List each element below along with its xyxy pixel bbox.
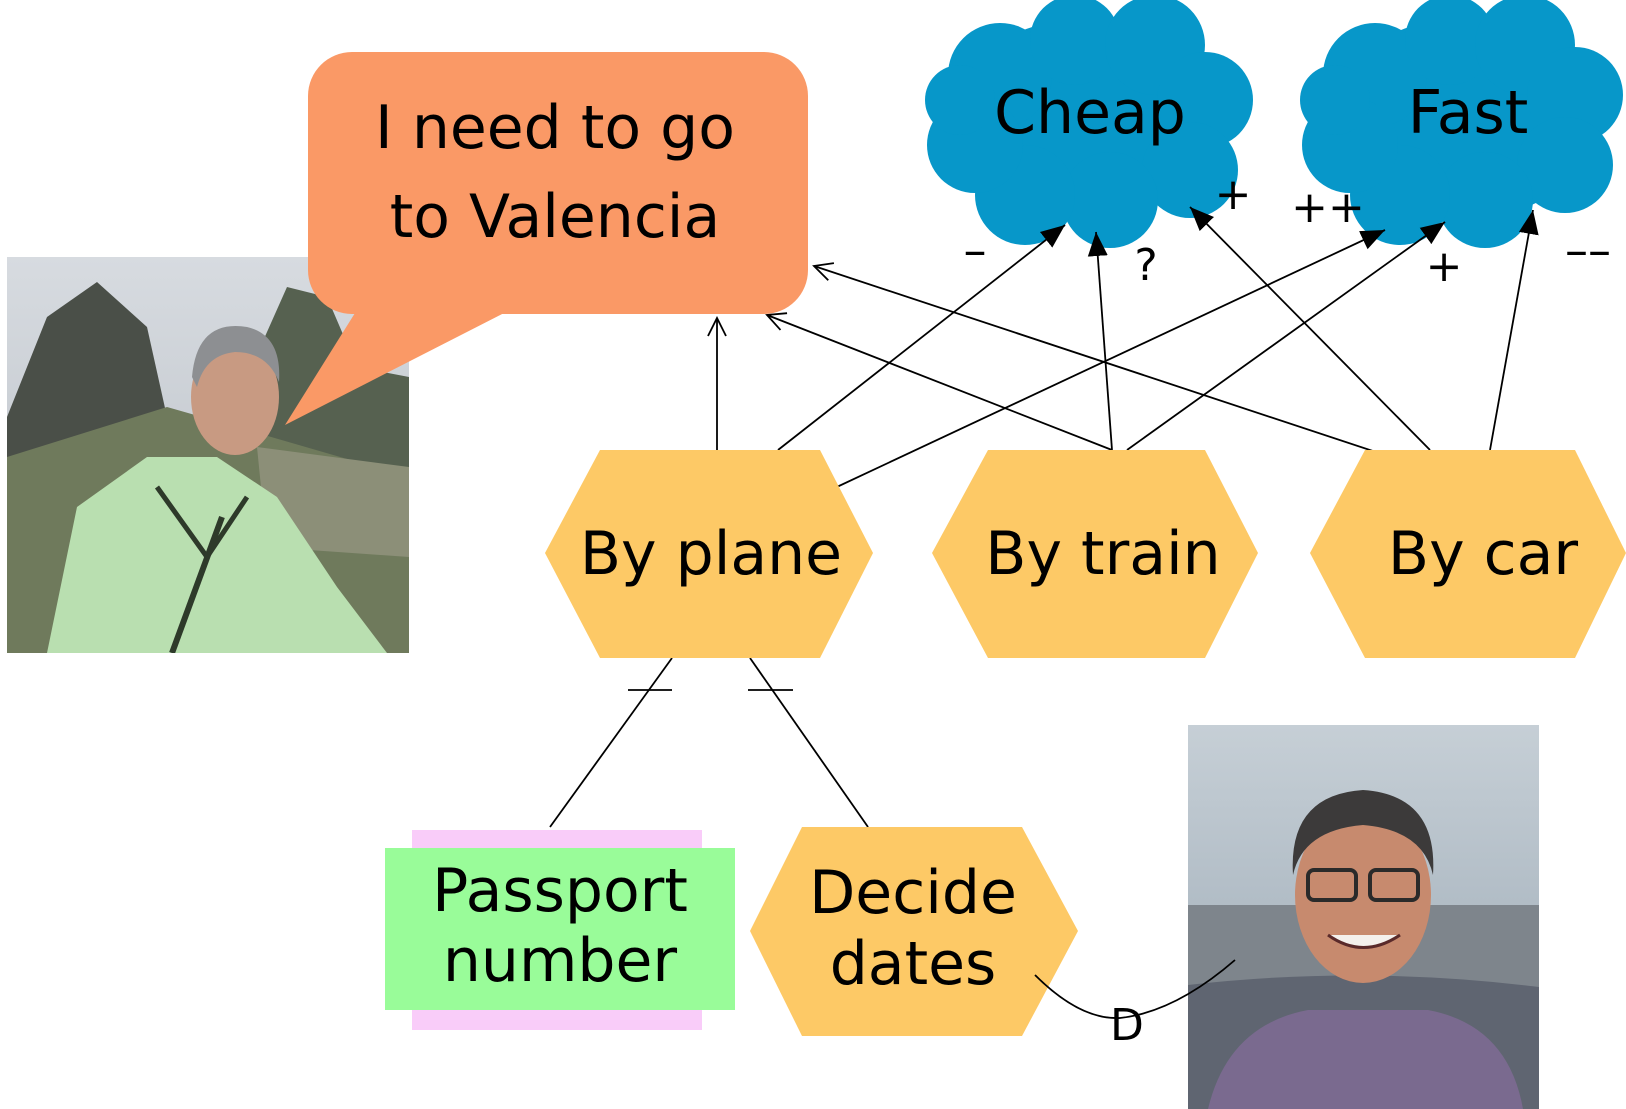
dependency-label: D bbox=[1110, 1000, 1144, 1051]
contribution-car-fast: –– bbox=[1565, 223, 1611, 277]
task-by-train: By train bbox=[932, 450, 1258, 658]
task-by-train-label: By train bbox=[985, 519, 1220, 589]
link-plane-to-cheap bbox=[777, 224, 1066, 451]
dependency-link bbox=[1034, 959, 1236, 1019]
link-train-to-goal bbox=[767, 315, 1113, 451]
contribution-train-cheap: ? bbox=[1134, 240, 1157, 291]
speech-bubble-tail bbox=[285, 305, 510, 425]
link-plane-to-dates bbox=[749, 657, 869, 828]
speech-bubble: I need to go to Valencia bbox=[285, 52, 808, 425]
task-by-car: By car bbox=[1310, 450, 1626, 658]
softgoal-fast-label: Fast bbox=[1408, 78, 1529, 148]
speech-bubble-body bbox=[308, 52, 808, 314]
right-person-photo bbox=[1188, 725, 1539, 1109]
link-plane-to-passport bbox=[549, 657, 673, 828]
left-person-photo bbox=[7, 257, 409, 653]
speech-bubble-line2: to Valencia bbox=[390, 182, 721, 252]
contribution-plane-fast: ++ bbox=[1291, 182, 1365, 233]
speech-bubble-line1: I need to go bbox=[375, 93, 735, 163]
contribution-train-fast: + bbox=[1426, 241, 1463, 292]
resource-line1: Passport bbox=[432, 856, 688, 926]
task-decide-dates-line1: Decide bbox=[809, 858, 1017, 928]
task-by-plane-label: By plane bbox=[580, 519, 842, 589]
softgoal-cheap: Cheap bbox=[925, 0, 1253, 248]
softgoal-fast: Fast bbox=[1300, 0, 1623, 248]
contribution-plane-cheap: – bbox=[964, 223, 987, 277]
resource-passport-number: Passport number bbox=[385, 830, 735, 1030]
link-car-to-cheap bbox=[1189, 206, 1431, 451]
task-decide-dates: Decide dates bbox=[750, 827, 1078, 1036]
resource-line2: number bbox=[443, 926, 678, 996]
link-train-to-fast bbox=[1126, 221, 1446, 451]
link-train-to-cheap bbox=[1087, 231, 1113, 451]
link-plane-to-fast bbox=[823, 229, 1386, 494]
task-decide-dates-line2: dates bbox=[830, 929, 997, 999]
softgoal-cheap-label: Cheap bbox=[994, 78, 1186, 148]
contribution-car-cheap: + bbox=[1215, 169, 1252, 220]
link-car-to-fast bbox=[1489, 209, 1539, 451]
resource-front bbox=[385, 848, 735, 1010]
task-by-plane: By plane bbox=[545, 450, 873, 658]
task-by-car-label: By car bbox=[1388, 519, 1578, 589]
link-car-to-goal bbox=[814, 266, 1401, 461]
